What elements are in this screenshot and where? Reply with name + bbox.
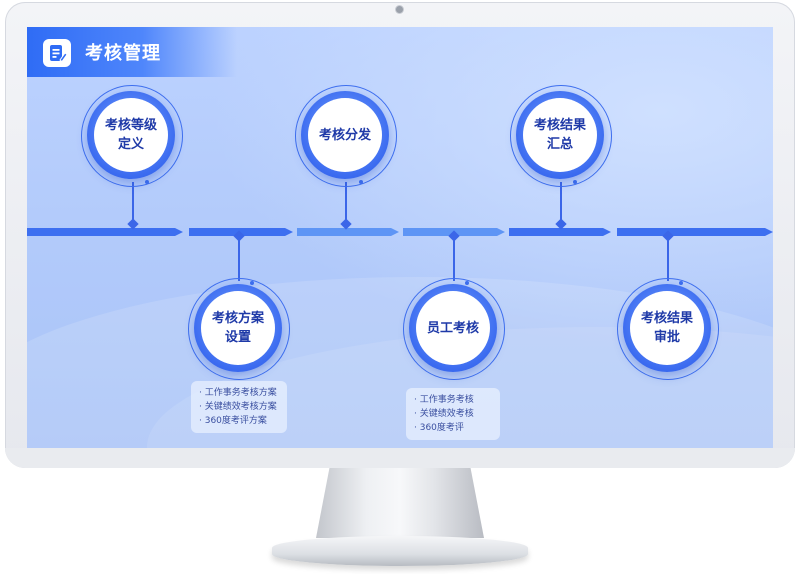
timeline-segment [617, 228, 773, 236]
step-detail-list: 工作事务考核方案 关键绩效考核方案 360度考评方案 [191, 381, 287, 433]
monitor-stand-neck [316, 468, 484, 538]
timeline-segment [27, 228, 183, 236]
detail-item: 360度考评方案 [199, 414, 279, 428]
detail-item: 工作事务考核方案 [199, 386, 279, 400]
step-node-1[interactable]: 考核等级 定义 [87, 91, 175, 179]
detail-item: 360度考评 [414, 421, 492, 435]
step-ring-dot [359, 180, 363, 184]
step-node-5[interactable]: 考核结果 汇总 [516, 91, 604, 179]
step-ring-dot [465, 281, 469, 285]
step-node-2[interactable]: 考核方案 设置 [194, 284, 282, 372]
step-label: 考核等级 定义 [104, 118, 157, 152]
step-ring [188, 278, 290, 380]
step-ring-dot [250, 281, 254, 285]
step-label: 考核分发 [318, 127, 371, 143]
camera-icon [396, 6, 403, 13]
detail-item: 关键绩效考核 [414, 407, 492, 421]
step-connector [453, 236, 455, 281]
step-connector [667, 236, 669, 281]
monitor-chin [5, 448, 795, 468]
step-ring-dot [573, 180, 577, 184]
screen: 考核管理 考核等级 定义 考核方案 设置 工作事务考核方案 关键绩效考核方案 3… [27, 27, 773, 448]
detail-item: 关键绩效考核方案 [199, 400, 279, 414]
step-connector [345, 182, 347, 228]
step-node-4[interactable]: 员工考核 [409, 284, 497, 372]
step-connector [560, 182, 562, 228]
step-label: 员工考核 [426, 320, 479, 336]
step-label: 考核结果 审批 [640, 311, 693, 345]
detail-item: 工作事务考核 [414, 393, 492, 407]
step-detail-list: 工作事务考核 关键绩效考核 360度考评 [406, 388, 500, 440]
document-edit-icon [43, 39, 71, 67]
monitor-stand-base [272, 536, 528, 566]
step-label: 考核结果 汇总 [533, 118, 586, 152]
page-title: 考核管理 [85, 43, 161, 64]
timeline-segment [297, 228, 399, 236]
step-node-3[interactable]: 考核分发 [301, 91, 389, 179]
timeline-segment [509, 228, 611, 236]
step-ring [510, 85, 612, 187]
step-ring [81, 85, 183, 187]
step-node-6[interactable]: 考核结果 审批 [623, 284, 711, 372]
page-header: 考核管理 [27, 27, 237, 77]
timeline-track [27, 228, 773, 236]
step-ring [295, 85, 397, 187]
step-connector [132, 182, 134, 228]
step-connector [238, 236, 240, 281]
step-ring [403, 278, 505, 380]
step-ring-dot [679, 281, 683, 285]
step-ring-dot [145, 180, 149, 184]
step-ring [617, 278, 719, 380]
step-label: 考核方案 设置 [211, 311, 264, 345]
